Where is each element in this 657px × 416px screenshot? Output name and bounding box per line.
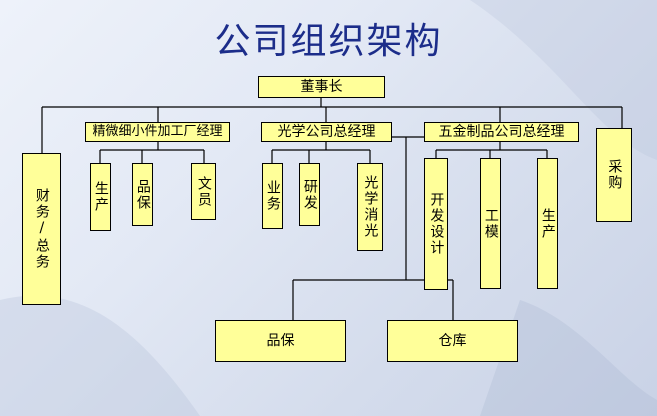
precision-plant-manager-box: 精微细小件加工厂经理 bbox=[85, 122, 230, 142]
optics-unit-optical-matte: 光学消光 bbox=[357, 163, 383, 251]
precision-unit-qa: 品保 bbox=[132, 163, 153, 226]
optics-company-manager-box: 光学公司总经理 bbox=[261, 122, 392, 142]
optics-unit-business: 业务 bbox=[262, 163, 283, 229]
page-title: 公司组织架构 bbox=[214, 21, 443, 62]
purchasing-box: 采购 bbox=[596, 128, 632, 222]
hardware-unit-dev-design: 开发设计 bbox=[424, 158, 448, 290]
hardware-unit-production: 生产 bbox=[537, 158, 558, 289]
precision-unit-production: 生产 bbox=[90, 163, 111, 231]
optics-unit-rnd: 研发 bbox=[299, 163, 320, 226]
shared-unit-qa: 品保 bbox=[215, 320, 346, 362]
finance-admin-box: 财务/总务 bbox=[22, 153, 61, 305]
shared-unit-warehouse: 仓库 bbox=[387, 320, 518, 362]
chairman-box: 董事长 bbox=[258, 76, 385, 98]
precision-unit-clerk: 文员 bbox=[191, 163, 216, 220]
hardware-unit-tooling: 工模 bbox=[480, 158, 501, 289]
hardware-company-manager-box: 五金制品公司总经理 bbox=[424, 122, 579, 142]
